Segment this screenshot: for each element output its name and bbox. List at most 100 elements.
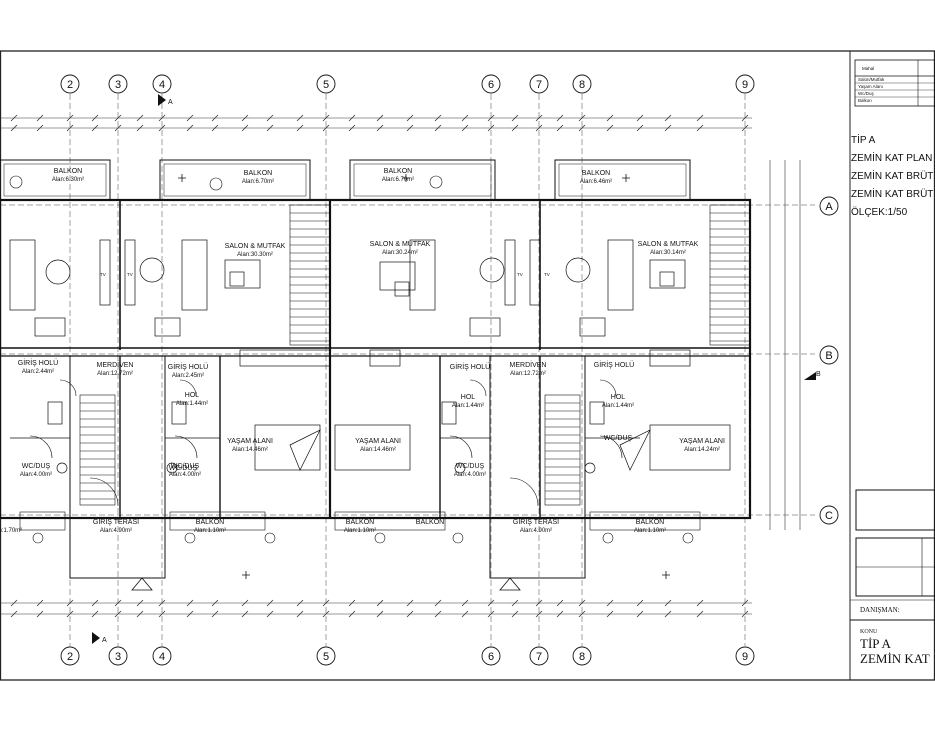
subject-line-1: TİP A <box>860 636 892 651</box>
room-name: YAŞAM ALANI <box>679 438 725 445</box>
room-name: WC/DUŞ <box>604 435 633 442</box>
column-axis-bubble <box>481 646 501 666</box>
dimension-tick <box>535 610 543 618</box>
legend-header: Mahal <box>862 66 874 71</box>
dimension-tick <box>136 114 144 122</box>
room-area: Alan:1.44m² <box>452 403 484 409</box>
door-swings <box>29 379 623 507</box>
room-area: Alan:6.70m² <box>382 177 414 183</box>
dimension-tick <box>10 610 18 618</box>
dimension-tick <box>696 599 704 607</box>
dimension-tick <box>434 124 442 132</box>
dimension-tick <box>91 124 99 132</box>
row-axis-label-a: A <box>825 201 833 213</box>
level-markers <box>131 174 670 591</box>
legend-row: Wc/Duş <box>858 91 875 96</box>
dimension-tick <box>348 599 356 607</box>
dimension-tick <box>556 599 564 607</box>
dimension-lines <box>0 117 801 615</box>
room-labels: BALKON Alan:6.30m² BALKON Alan:6.70m² BALKON… <box>0 168 725 534</box>
dimension-tick <box>636 114 644 122</box>
room-name: YAŞAM ALANI <box>355 438 401 445</box>
dimension-tick <box>487 610 495 618</box>
room-name: WC/DUŞ <box>171 463 200 470</box>
dimension-tick <box>136 124 144 132</box>
dimension-tick <box>636 610 644 618</box>
dimension-tick <box>696 114 704 122</box>
room-name: MERDİVEN <box>97 360 134 369</box>
column-axis-bubble <box>152 646 172 666</box>
row-axis-label-c: C <box>825 510 833 522</box>
subject-label: KONU <box>860 629 878 635</box>
dimension-tick <box>535 124 543 132</box>
dimension-tick <box>511 114 519 122</box>
dimension-tick <box>136 610 144 618</box>
section-mark-a-bottom: A <box>102 637 107 644</box>
room-area: Alan:30.24m² <box>382 250 418 256</box>
dimension-tick <box>556 114 564 122</box>
legend-row: Balkon <box>858 98 872 103</box>
stair-outline <box>79 394 116 506</box>
room-area: Alan:4.00m² <box>169 472 201 478</box>
column-axis-bubble <box>108 74 128 94</box>
title-block-stamp <box>850 489 935 621</box>
dimension-tick <box>696 610 704 618</box>
consultant-label: DANIŞMAN: <box>860 606 900 614</box>
dimension-tick <box>10 124 18 132</box>
dimension-tick <box>66 124 74 132</box>
room-name: WC/DUŞ <box>169 465 198 472</box>
dimension-tick <box>36 610 44 618</box>
dimension-tick <box>636 599 644 607</box>
column-grid-lines <box>69 94 746 646</box>
room-name: YAŞAM ALANI <box>227 438 273 445</box>
column-axis-label: 8 <box>579 651 585 663</box>
room-area: Alan:4.00m² <box>454 472 486 478</box>
dimension-tick <box>211 114 219 122</box>
entry-terraces <box>19 511 701 579</box>
room-area: Alan:6.30m² <box>52 177 84 183</box>
room-name: GİRİŞ HOLÜ <box>18 358 58 367</box>
dimension-tick <box>741 124 749 132</box>
column-axis-label: 5 <box>323 79 329 91</box>
dimension-tick <box>322 124 330 132</box>
room-name: BALKON <box>636 519 664 526</box>
room-area: Alan:1.70m² <box>0 528 22 534</box>
column-axis-label: 2 <box>67 651 73 663</box>
row-axis-bubbles: A B C <box>819 196 839 525</box>
room-name: SALON & MUTFAK <box>225 243 286 250</box>
dimension-tick <box>578 124 586 132</box>
dimension-tick <box>186 114 194 122</box>
room-area: Alan:2.45m² <box>172 373 204 379</box>
dimension-tick <box>136 599 144 607</box>
room-name: GİRİŞ HOLÜ <box>168 362 208 371</box>
row-axis-bubble-c <box>819 505 839 525</box>
dimension-tick <box>10 114 18 122</box>
column-axis-label: 6 <box>488 651 494 663</box>
dimension-tick <box>434 610 442 618</box>
dimension-tick <box>696 124 704 132</box>
column-axis-label: 9 <box>742 79 748 91</box>
dimension-tick <box>487 124 495 132</box>
room-name: BALKON <box>384 168 412 175</box>
room-area: Alan:1.10m² <box>344 528 376 534</box>
stairs <box>79 204 751 506</box>
room-area: Alan:4.00m² <box>20 472 52 478</box>
stair-outline <box>289 204 331 346</box>
section-mark-a-top: A <box>168 99 173 106</box>
room-area: Alan:30.14m² <box>650 250 686 256</box>
dimension-tick <box>406 599 414 607</box>
column-axis-label: 2 <box>67 79 73 91</box>
room-name: BALKON <box>416 519 444 526</box>
dimension-tick <box>578 610 586 618</box>
tv-label: TV <box>544 272 550 277</box>
dimension-tick <box>664 114 672 122</box>
column-axis-bubble <box>735 74 755 94</box>
dimension-tick <box>376 599 384 607</box>
room-name: MERDİVEN <box>510 360 547 369</box>
room-area: Alan:12.72m² <box>97 371 133 377</box>
room-area: Alan:6.46m² <box>580 179 612 185</box>
column-axis-bubble <box>108 646 128 666</box>
title-scale: ÖLÇEK:1/50 <box>851 206 908 218</box>
sheet-title: TİP A ZEMİN KAT PLAN ZEMİN KAT BRÜT ZEMİ… <box>851 133 933 218</box>
